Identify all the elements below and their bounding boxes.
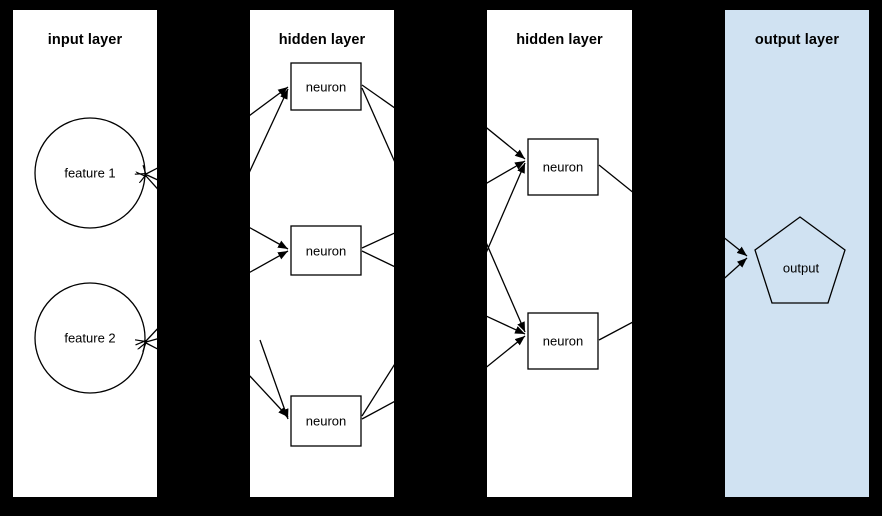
node-hidden-2-neuron-1-shape[interactable] xyxy=(527,138,599,196)
edges-into-hidden-1-neuron-1 xyxy=(250,86,289,173)
layer-title-hidden-1: hidden layer xyxy=(278,32,366,48)
node-label-feature-2: feature 2 xyxy=(64,330,116,346)
edges-out-of-hidden-2 xyxy=(598,164,632,341)
edges-out-of-hidden-1 xyxy=(361,84,394,420)
output-layer-graphics xyxy=(725,216,846,304)
edges-into-hidden-1-neuron-3 xyxy=(250,339,289,420)
node-label-hidden-2-neuron-1: neuron xyxy=(542,159,584,175)
node-label-hidden-2-neuron-2: neuron xyxy=(542,333,584,349)
node-hidden-1-neuron-1-shape[interactable] xyxy=(290,62,362,111)
node-hidden-1-neuron-2-shape[interactable] xyxy=(290,225,362,276)
hidden-layer-2-graphics xyxy=(487,127,632,370)
edges-into-hidden-2-neuron-2 xyxy=(487,242,526,368)
node-label-hidden-1-neuron-1: neuron xyxy=(305,79,347,95)
node-label-output: output xyxy=(782,260,820,276)
node-hidden-2-neuron-2-shape[interactable] xyxy=(527,312,599,370)
edges-into-feature-1 xyxy=(146,160,157,190)
edges-into-hidden-1-neuron-2 xyxy=(250,227,289,273)
input-layer-graphics xyxy=(34,117,157,394)
hidden-layer-1-graphics xyxy=(250,62,394,447)
layer-title-hidden-2: hidden layer xyxy=(516,32,603,48)
layer-title-input: input layer xyxy=(47,32,123,48)
node-label-feature-1: feature 1 xyxy=(64,165,116,181)
node-feature-2-shape[interactable] xyxy=(34,282,146,394)
node-label-hidden-1-neuron-2: neuron xyxy=(305,243,347,259)
edges-into-feature-2 xyxy=(146,328,157,358)
layer-panel-hidden-1[interactable]: hidden layer xyxy=(250,10,394,497)
layer-title-output: output layer xyxy=(754,32,840,48)
node-label-hidden-1-neuron-3: neuron xyxy=(305,413,347,429)
layer-panel-input[interactable]: input layer feat xyxy=(13,10,157,497)
edges-into-hidden-2-neuron-1 xyxy=(487,127,526,253)
layer-panel-output[interactable]: output layer output xyxy=(725,10,869,497)
node-hidden-1-neuron-3-shape[interactable] xyxy=(290,395,362,447)
node-output-shape[interactable] xyxy=(754,216,846,304)
layer-panel-hidden-2[interactable]: hidden layer xyxy=(487,10,632,497)
edges-into-output xyxy=(725,237,748,279)
